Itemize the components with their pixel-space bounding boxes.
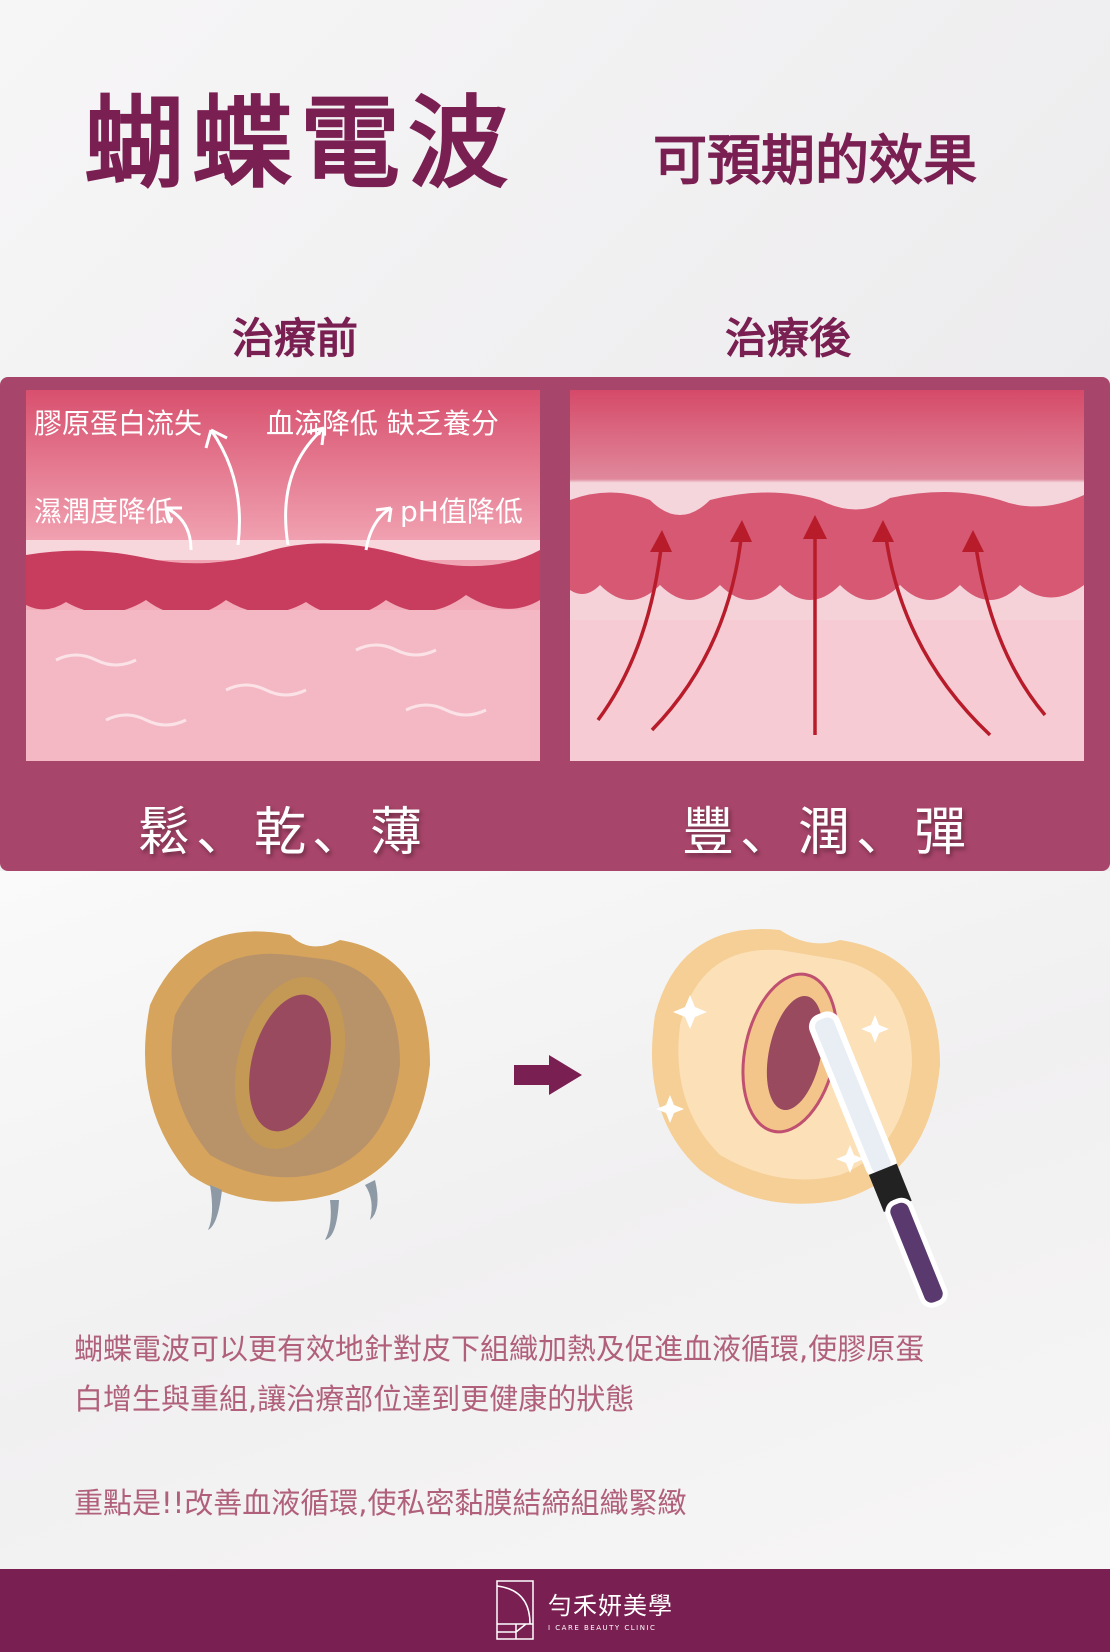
arrow-icon	[209, 429, 241, 546]
brand-logo-icon	[496, 1580, 534, 1640]
arrow-right-icon	[514, 1055, 582, 1095]
before-skin-illustration: 膠原蛋白流失 血流降低 缺乏養分 濕潤度降低 pH值降低	[26, 390, 540, 761]
label-blood-flow: 血流降低 缺乏養分	[266, 407, 499, 440]
page-subtitle: 可預期的效果	[653, 128, 977, 192]
brand-tagline: I CARE BEAUTY CLINIC	[548, 1624, 657, 1632]
description-line-1: 蝴蝶電波可以更有效地針對皮下組織加熱及促進血液循環,使膠原蛋	[74, 1332, 925, 1366]
description-line-2: 白增生與重組,讓治療部位達到更健康的狀態	[74, 1382, 635, 1416]
label-moisture: 濕潤度降低	[34, 495, 175, 528]
label-collagen-loss: 膠原蛋白流失	[34, 407, 203, 440]
before-result: 鬆、乾、薄	[137, 803, 428, 863]
brand-name: 勻禾妍美學	[548, 1592, 673, 1620]
before-heading: 治療前	[231, 314, 358, 363]
description-highlight: 重點是!!改善血液循環,使私密黏膜結締組織緊緻	[74, 1486, 687, 1520]
after-skin-illustration	[570, 390, 1084, 761]
footer	[0, 1569, 1110, 1652]
dry-peach-illustration	[145, 931, 430, 1240]
after-heading: 治療後	[724, 314, 851, 363]
page-title: 蝴蝶電波	[84, 84, 516, 202]
after-result: 豐、潤、彈	[681, 803, 972, 863]
label-ph: pH值降低	[400, 495, 523, 528]
healthy-peach-illustration	[652, 929, 948, 1308]
